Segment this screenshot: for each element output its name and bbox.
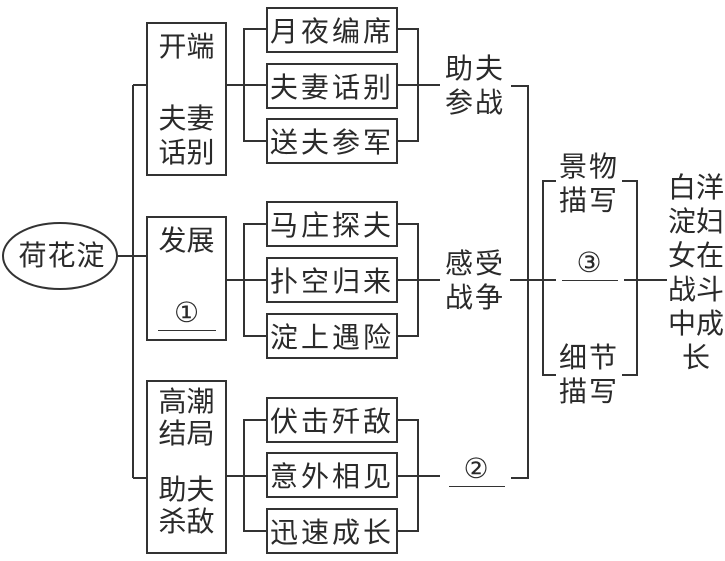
technique-line: 描写	[558, 375, 619, 408]
technique-line: 描写	[558, 184, 619, 217]
event-box: 扑空归来	[266, 257, 398, 303]
stage-box-development: 发展 ①	[146, 216, 227, 341]
technique-scenery: 景物 描写	[556, 150, 622, 218]
blank-1[interactable]: ①	[157, 296, 216, 331]
root-label: 荷花淀	[18, 239, 106, 272]
stage-box-climax-ending: 高潮 结局 助夫 杀敌	[146, 380, 227, 554]
technique-line: 细节	[558, 341, 619, 374]
result-label: 感受 战争	[442, 247, 508, 315]
stage-box-opening: 开端 夫妻 话别	[146, 22, 227, 176]
event-box: 月夜编席	[266, 7, 398, 53]
event-box: 意外相见	[266, 452, 398, 498]
stage-title: 结局	[158, 417, 215, 450]
theme-line: 白洋	[667, 171, 724, 204]
technique-blank: ③	[558, 246, 622, 281]
theme-line: 战斗	[667, 273, 724, 306]
result-line: 感受	[444, 247, 505, 280]
stage-subtitle-line: 助夫	[158, 473, 215, 506]
theme-line: 长	[681, 341, 710, 374]
result-line: 战争	[444, 281, 505, 314]
theme-line: 淀妇	[667, 205, 724, 238]
event-box: 马庄探夫	[266, 201, 398, 247]
event-box: 迅速成长	[266, 508, 398, 554]
stage-title: 发展	[158, 224, 215, 257]
event-box: 夫妻话别	[266, 63, 398, 109]
technique-detail: 细节 描写	[556, 341, 622, 409]
stage-title: 开端	[158, 30, 215, 63]
theme-line: 女在	[667, 239, 724, 272]
event-box: 淀上遇险	[266, 313, 398, 359]
event-box: 伏击歼敌	[266, 397, 398, 443]
stage-title: 高潮	[158, 385, 215, 418]
theme-text: 白洋 淀妇 女在 战斗 中成 长	[667, 171, 725, 375]
result-label: 助夫 参战	[442, 52, 508, 120]
stage-subtitle-line: 杀敌	[158, 505, 215, 538]
blank-2[interactable]: ②	[449, 452, 505, 487]
result-label: ②	[446, 452, 508, 487]
blank-3[interactable]: ③	[562, 246, 618, 281]
result-line: 参战	[444, 86, 505, 119]
technique-line: 景物	[558, 150, 619, 183]
theme-line: 中成	[667, 307, 724, 340]
event-box: 送夫参军	[266, 118, 398, 164]
result-line: 助夫	[444, 52, 505, 85]
stage-subtitle-line: 话别	[158, 136, 215, 169]
stage-subtitle-line: 夫妻	[158, 102, 215, 135]
